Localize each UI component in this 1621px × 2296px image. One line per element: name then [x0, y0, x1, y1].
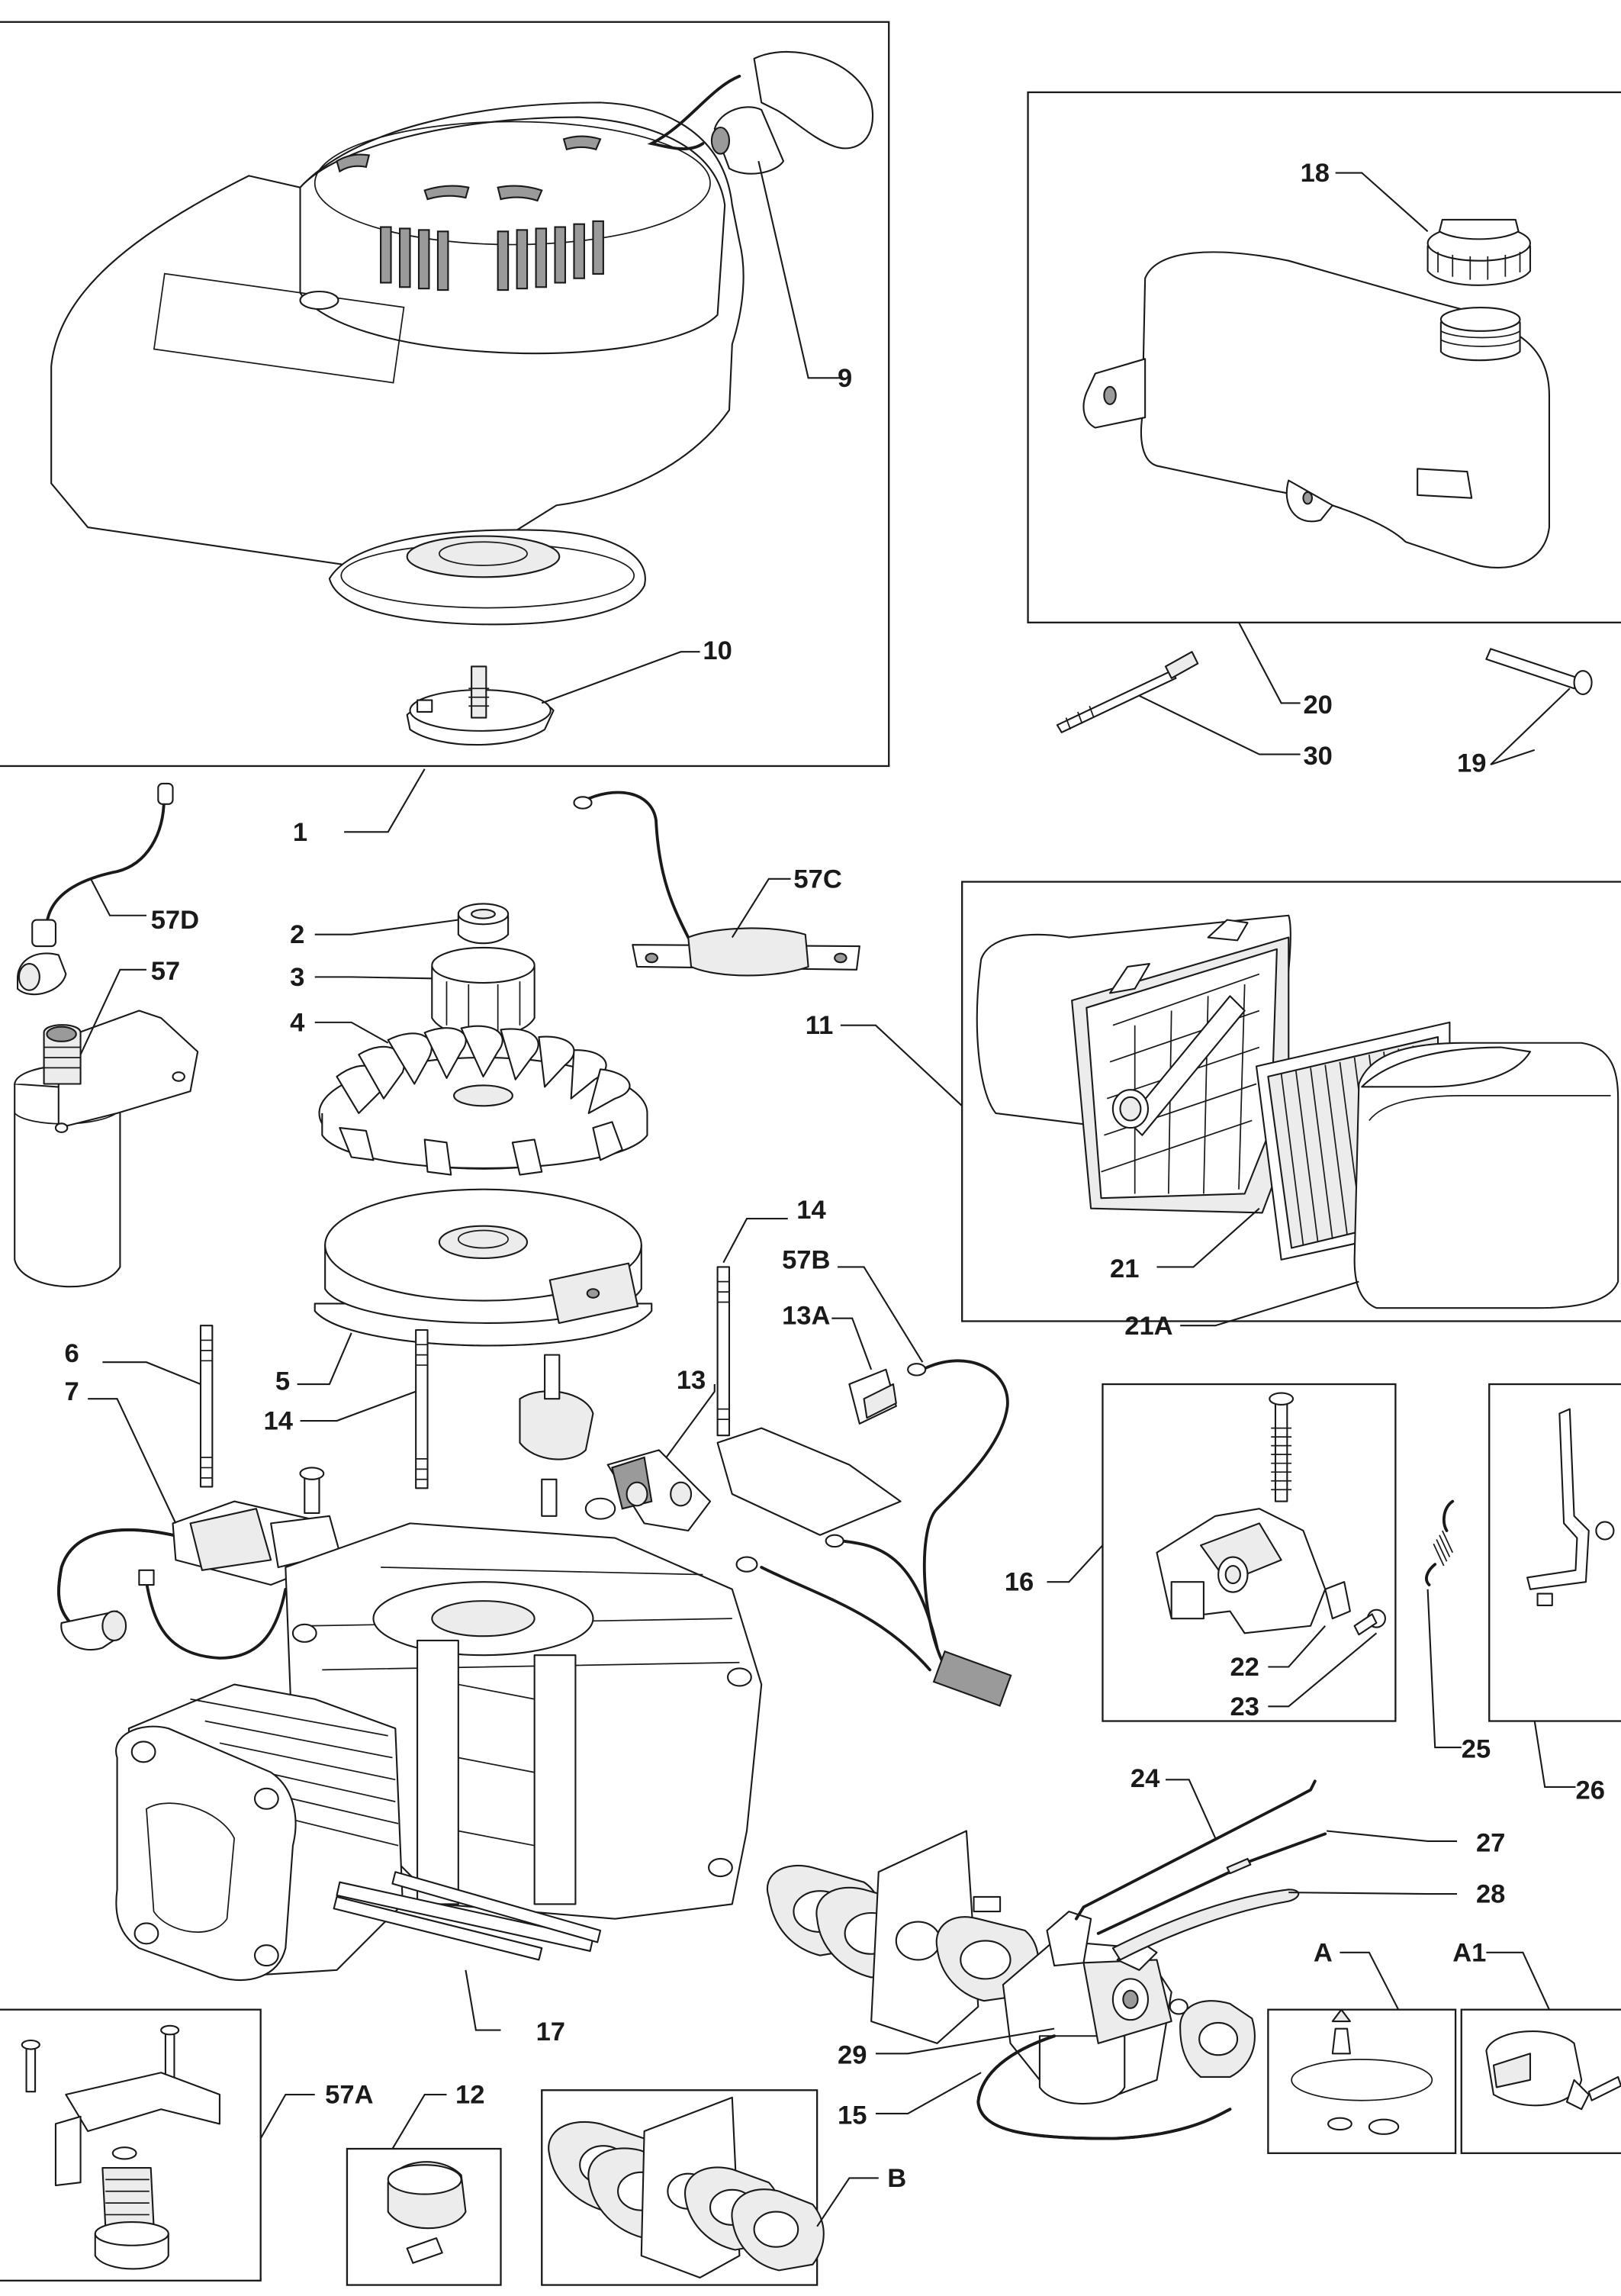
- spring-25: [1425, 1499, 1455, 1586]
- electric-start-kit-parts: [21, 2024, 220, 2270]
- callout-20: 20: [1303, 691, 1332, 720]
- callout-18: 18: [1301, 159, 1330, 188]
- callout-6: 6: [64, 1339, 79, 1368]
- kit-a1-frame: [1460, 2008, 1621, 2154]
- callout-10: 10: [703, 636, 732, 665]
- callout-25: 25: [1462, 1735, 1491, 1764]
- callout-16: 16: [1005, 1568, 1034, 1597]
- callout-57A: 57A: [325, 2081, 373, 2110]
- kit-a-frame: [1267, 2008, 1457, 2154]
- air-filter-group-frame: [961, 881, 1621, 1322]
- callout-9: 9: [838, 364, 852, 393]
- callout-A1: A1: [1452, 1938, 1486, 1967]
- engine-block: [115, 1497, 763, 1981]
- throttle-bracket-16: [1156, 1392, 1386, 1636]
- callout-19: 19: [1457, 749, 1486, 778]
- starter-group-frame: [0, 21, 890, 768]
- starter-cup-3: [431, 946, 536, 1038]
- callout-12: 12: [455, 2081, 484, 2110]
- callout-labels: 9 10 1 18 20 30 19 57D 57 2 3 4 57C 11 2…: [64, 159, 1604, 2193]
- callout-57D: 57D: [151, 906, 199, 935]
- callout-28: 28: [1476, 1880, 1505, 1909]
- callout-17: 17: [536, 2017, 565, 2046]
- callout-13A: 13A: [782, 1301, 830, 1330]
- cooling-fan-4: [318, 1025, 648, 1176]
- callout-57C: 57C: [793, 865, 841, 894]
- callout-1: 1: [293, 818, 307, 847]
- carb-gasket-right: [1179, 2000, 1256, 2079]
- head-bolts-17: [333, 1871, 602, 1961]
- callout-24: 24: [1131, 1764, 1160, 1793]
- fan-blades: [336, 1025, 631, 1176]
- gasket-kit-frame: [541, 2089, 819, 2286]
- fuel-tank-bolts: [1056, 648, 1593, 733]
- governor-lever-26: [1526, 1408, 1615, 1606]
- starter-vent-slots: [380, 220, 604, 291]
- callout-14-top: 14: [796, 1196, 826, 1225]
- callout-26: 26: [1575, 1776, 1604, 1805]
- callout-14-mid: 14: [264, 1407, 294, 1436]
- callout-13: 13: [677, 1366, 706, 1395]
- fuel-tank-illustration: [1082, 218, 1550, 569]
- air-filter-illustration: [976, 914, 1619, 1309]
- callout-30: 30: [1303, 742, 1332, 771]
- bracket-13: [519, 1354, 902, 1536]
- carburetor-15: [1002, 1911, 1188, 2104]
- switch-13A: [848, 1368, 897, 1425]
- fuel-cap: [1426, 218, 1532, 286]
- callout-21: 21: [1110, 1254, 1139, 1283]
- callout-22: 22: [1230, 1653, 1259, 1682]
- gasket-kit-b: [548, 2096, 825, 2279]
- wire-57D: [16, 782, 174, 996]
- flywheel-key-12: [387, 2161, 467, 2264]
- kit-a-parts: [1291, 2008, 1433, 2135]
- callout-11: 11: [806, 1011, 834, 1040]
- callout-7: 7: [64, 1377, 79, 1406]
- callout-A: A: [1314, 1938, 1333, 1967]
- callout-B: B: [887, 2164, 906, 2193]
- callout-2: 2: [290, 920, 304, 949]
- leader-lines: [79, 160, 1576, 2227]
- governor-lever-frame: [1488, 1383, 1621, 1722]
- stud-bolts: [199, 1266, 731, 1489]
- kit-a1-parts: [1485, 2030, 1621, 2111]
- callout-29: 29: [838, 2041, 867, 2070]
- callout-21A: 21A: [1124, 1312, 1172, 1341]
- flywheel-nut: [457, 903, 510, 945]
- throttle-bracket-frame: [1102, 1383, 1397, 1722]
- starter-housing-illustration: [50, 101, 745, 626]
- starter-pull-handle: [647, 50, 873, 175]
- starter-cup-part: [406, 665, 555, 746]
- callout-15: 15: [838, 2101, 867, 2130]
- carb-gaskets: [767, 1830, 1039, 2044]
- flywheel-key-frame: [346, 2147, 502, 2286]
- electric-start-kit-frame: [0, 2008, 262, 2282]
- callout-57B: 57B: [782, 1245, 830, 1274]
- callout-5: 5: [275, 1367, 290, 1396]
- callout-23: 23: [1230, 1692, 1259, 1721]
- callout-57: 57: [151, 957, 180, 986]
- flywheel-5: [314, 1188, 653, 1347]
- callout-3: 3: [290, 963, 304, 992]
- callout-4: 4: [290, 1008, 305, 1037]
- wire-57C: [573, 791, 860, 977]
- fuel-tank-group-frame: [1027, 91, 1621, 623]
- callout-27: 27: [1476, 1828, 1505, 1857]
- starter-motor-57: [14, 1010, 199, 1288]
- fuel-hose: [976, 2034, 1232, 2140]
- wire-57B: [735, 1359, 1012, 1707]
- throttle-rods: [1074, 1779, 1327, 1961]
